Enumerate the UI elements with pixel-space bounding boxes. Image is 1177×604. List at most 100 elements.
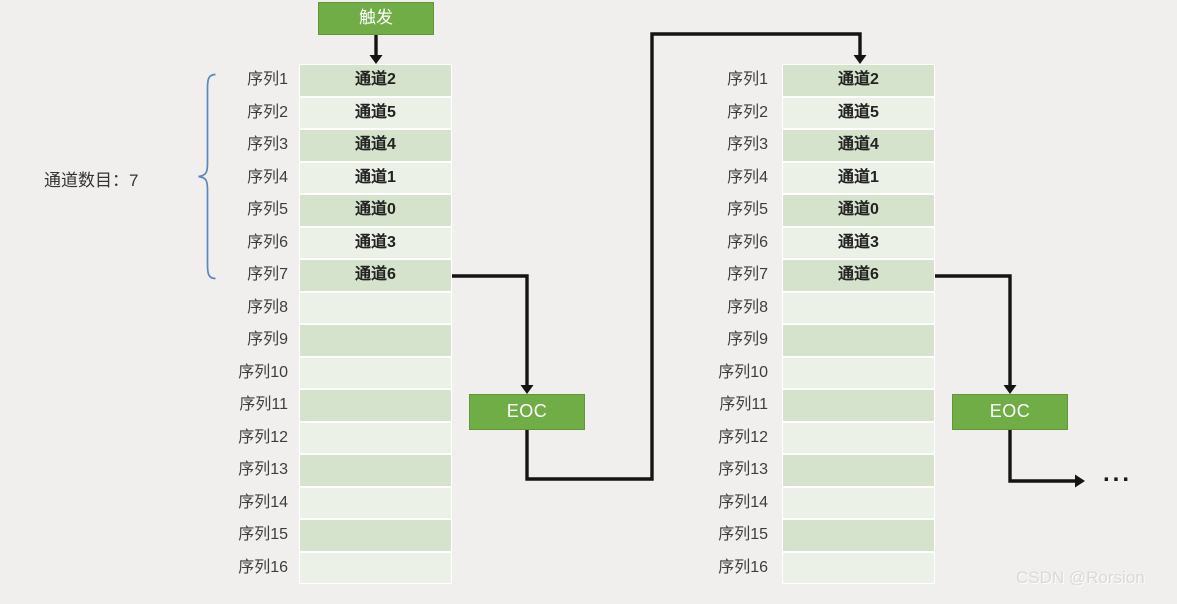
table2-entry-arrowhead (853, 55, 867, 64)
channel-cell: 通道1 (299, 161, 452, 194)
table-row: 序列4 通道1 (200, 161, 452, 194)
channel-cell (299, 421, 452, 454)
table-row: 序列6 通道3 (680, 226, 935, 259)
channel-cell (299, 389, 452, 422)
channel-cell: 通道2 (299, 64, 452, 97)
sequence-label: 序列3 (727, 136, 768, 153)
sequence-label: 序列3 (247, 136, 288, 153)
channel-cell (782, 486, 935, 519)
sequence-label: 序列5 (727, 201, 768, 218)
table-row: 序列3 通道4 (680, 129, 935, 162)
channel-cell (299, 324, 452, 357)
eoc2-arrowhead (1003, 385, 1017, 394)
eoc-box-second: EOC (952, 394, 1068, 430)
table-row: 序列7 通道6 (680, 259, 935, 292)
channel-cell (299, 486, 452, 519)
table-row: 序列1 通道2 (680, 64, 935, 97)
eoc-box-first: EOC (469, 394, 585, 430)
watermark-text: CSDN @Rorsion (1016, 568, 1145, 587)
table-row: 序列15 (680, 519, 935, 552)
table-row: 序列9 (680, 324, 935, 357)
sequence-label: 序列5 (247, 201, 288, 218)
sequence-label: 序列8 (727, 298, 768, 316)
table-row: 序列5 通道0 (680, 194, 935, 227)
table-row: 序列14 (200, 486, 452, 519)
channel-cell: 通道4 (299, 129, 452, 162)
table-row: 序列2 通道5 (680, 96, 935, 129)
sequence-label: 序列15 (718, 526, 768, 543)
channel-cell (782, 421, 935, 454)
table-row: 序列10 (200, 356, 452, 389)
sequence-label: 序列2 (727, 103, 768, 121)
sequence-label: 序列8 (247, 298, 288, 316)
continue-arrowhead (1075, 474, 1085, 488)
table-row: 序列13 (200, 454, 452, 487)
channel-cell: 通道6 (299, 259, 452, 292)
seq7-to-eoc2-connector (935, 274, 1012, 386)
sequence-label: 序列13 (718, 461, 768, 478)
channel-cell (299, 291, 452, 324)
sequence-label: 序列10 (238, 363, 288, 381)
sequence-label: 序列1 (247, 71, 288, 88)
channel-cell (299, 356, 452, 389)
sequence-label: 序列7 (247, 266, 288, 283)
sequence-label: 序列12 (718, 428, 768, 446)
table-row: 序列8 (680, 291, 935, 324)
channel-cell (782, 454, 935, 487)
channel-cell: 通道5 (299, 96, 452, 129)
sequence-label: 序列4 (247, 168, 288, 186)
sequence-label: 序列11 (719, 396, 768, 413)
channel-cell (299, 454, 452, 487)
table-row: 序列6 通道3 (200, 226, 452, 259)
sequence-label: 序列16 (718, 558, 768, 576)
channel-cell: 通道3 (299, 226, 452, 259)
eoc1-arrowhead (520, 385, 534, 394)
sequence-label: 序列6 (727, 233, 768, 251)
continuation-ellipsis: ... (1103, 460, 1133, 487)
sequence-table-first: 序列1 通道2 序列2 通道5 序列3 通道4 序列4 通道1 序列5 通道0 (200, 64, 452, 584)
trigger-arrowhead (369, 55, 383, 64)
table-row: 序列8 (200, 291, 452, 324)
table-row: 序列10 (680, 356, 935, 389)
table-row: 序列15 (200, 519, 452, 552)
channel-cell: 通道1 (782, 161, 935, 194)
table-row: 序列3 通道4 (200, 129, 452, 162)
channel-cell (299, 551, 452, 584)
sequence-label: 序列15 (238, 526, 288, 543)
table-row: 序列14 (680, 486, 935, 519)
sequence-label: 序列14 (718, 493, 768, 511)
sequence-label: 序列7 (727, 266, 768, 283)
table-row: 序列4 通道1 (680, 161, 935, 194)
sequence-label: 序列14 (238, 493, 288, 511)
channel-cell (782, 291, 935, 324)
channel-cell (782, 389, 935, 422)
trigger-box: 触发 (318, 2, 434, 35)
table-row: 序列11 (200, 389, 452, 422)
channel-cell: 通道6 (782, 259, 935, 292)
sequence-label: 序列1 (727, 71, 768, 88)
table-row: 序列1 通道2 (200, 64, 452, 97)
channel-cell: 通道4 (782, 129, 935, 162)
table-row: 序列16 (680, 551, 935, 584)
channel-cell (782, 551, 935, 584)
channel-cell: 通道2 (782, 64, 935, 97)
sequence-label: 序列10 (718, 363, 768, 381)
table-row: 序列9 (200, 324, 452, 357)
table-row: 序列16 (200, 551, 452, 584)
sequence-label: 序列9 (727, 331, 768, 348)
channel-cell (782, 519, 935, 552)
sequence-label: 序列2 (247, 103, 288, 121)
channel-count-label: 通道数目：7 (44, 171, 139, 190)
channel-cell: 通道0 (299, 194, 452, 227)
sequence-table-second: 序列1 通道2 序列2 通道5 序列3 通道4 序列4 通道1 序列5 通道0 (680, 64, 935, 584)
table-row: 序列5 通道0 (200, 194, 452, 227)
channel-cell (299, 519, 452, 552)
channel-cell: 通道0 (782, 194, 935, 227)
channel-cell: 通道5 (782, 96, 935, 129)
sequence-label: 序列16 (238, 558, 288, 576)
channel-cell (782, 356, 935, 389)
channel-cell (782, 324, 935, 357)
sequence-label: 序列13 (238, 461, 288, 478)
